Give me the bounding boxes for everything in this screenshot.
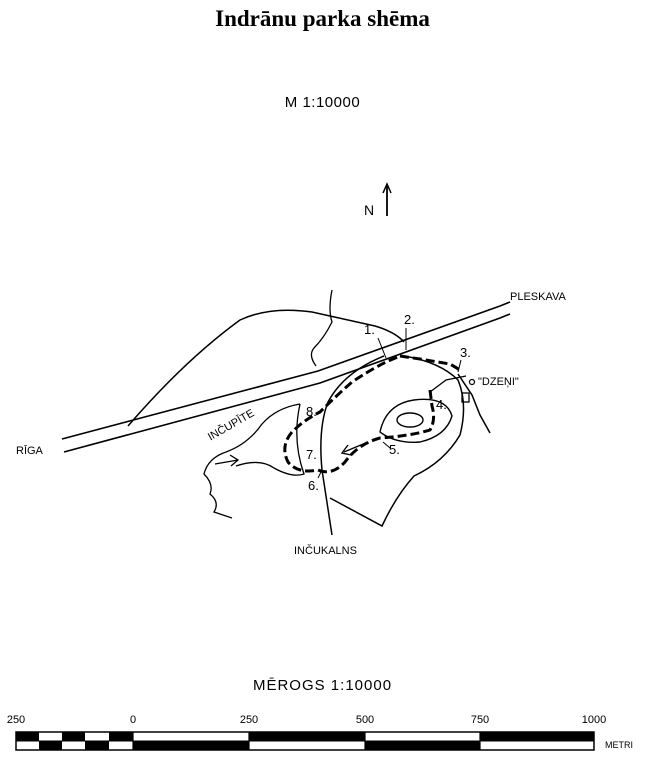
road-incukalns	[320, 355, 385, 536]
point-2-label: 2.	[404, 312, 415, 327]
scale-bar-title: MĒROGS 1:10000	[252, 677, 393, 694]
scale-tick-label: 1000	[581, 714, 607, 726]
point-5-label: 5.	[389, 442, 400, 457]
label-incukalns: INČUKALNS	[294, 545, 357, 557]
north-arrow-icon	[382, 182, 392, 216]
scale-tick-label: 250	[239, 714, 259, 726]
scale-tick-label: 500	[355, 714, 375, 726]
point-8-label: 8.	[306, 404, 317, 419]
stream-north	[310, 289, 333, 367]
walking-trail	[283, 354, 461, 474]
label-riga: RĪGA	[16, 445, 43, 457]
scale-unit-label: METRI	[605, 740, 633, 750]
scale-tick-label: 250	[6, 714, 26, 726]
road-east-branch	[457, 373, 491, 434]
building-icon	[461, 392, 470, 403]
river-incupite-bank	[235, 403, 305, 476]
point-4-label: 4.	[436, 397, 447, 412]
point-leaders	[317, 328, 462, 479]
river-flow-arrow-icon	[214, 454, 240, 467]
point-3-label: 3.	[460, 345, 471, 360]
old-road	[127, 309, 405, 427]
point-6-label: 6.	[308, 478, 319, 493]
trail-direction-arrow-icon	[340, 441, 369, 456]
point-1-label: 1.	[364, 322, 375, 337]
scale-bar	[15, 731, 595, 751]
pond	[379, 375, 467, 443]
map-scale-label: M 1:10000	[284, 94, 361, 111]
scale-tick-label: 750	[470, 714, 490, 726]
highway	[61, 301, 511, 453]
north-label: N	[364, 202, 375, 218]
point-7-label: 7.	[306, 447, 317, 462]
map-title: Indrānu parka shēma	[215, 6, 430, 31]
scale-tick-label: 0	[129, 714, 137, 726]
label-dzeni: "DZEŅI"	[478, 376, 519, 388]
road-east-loop	[329, 355, 465, 528]
river-incupite	[203, 403, 301, 519]
label-pleskava: PLESKAVA	[510, 291, 566, 303]
dzeni-marker-icon	[468, 378, 476, 386]
